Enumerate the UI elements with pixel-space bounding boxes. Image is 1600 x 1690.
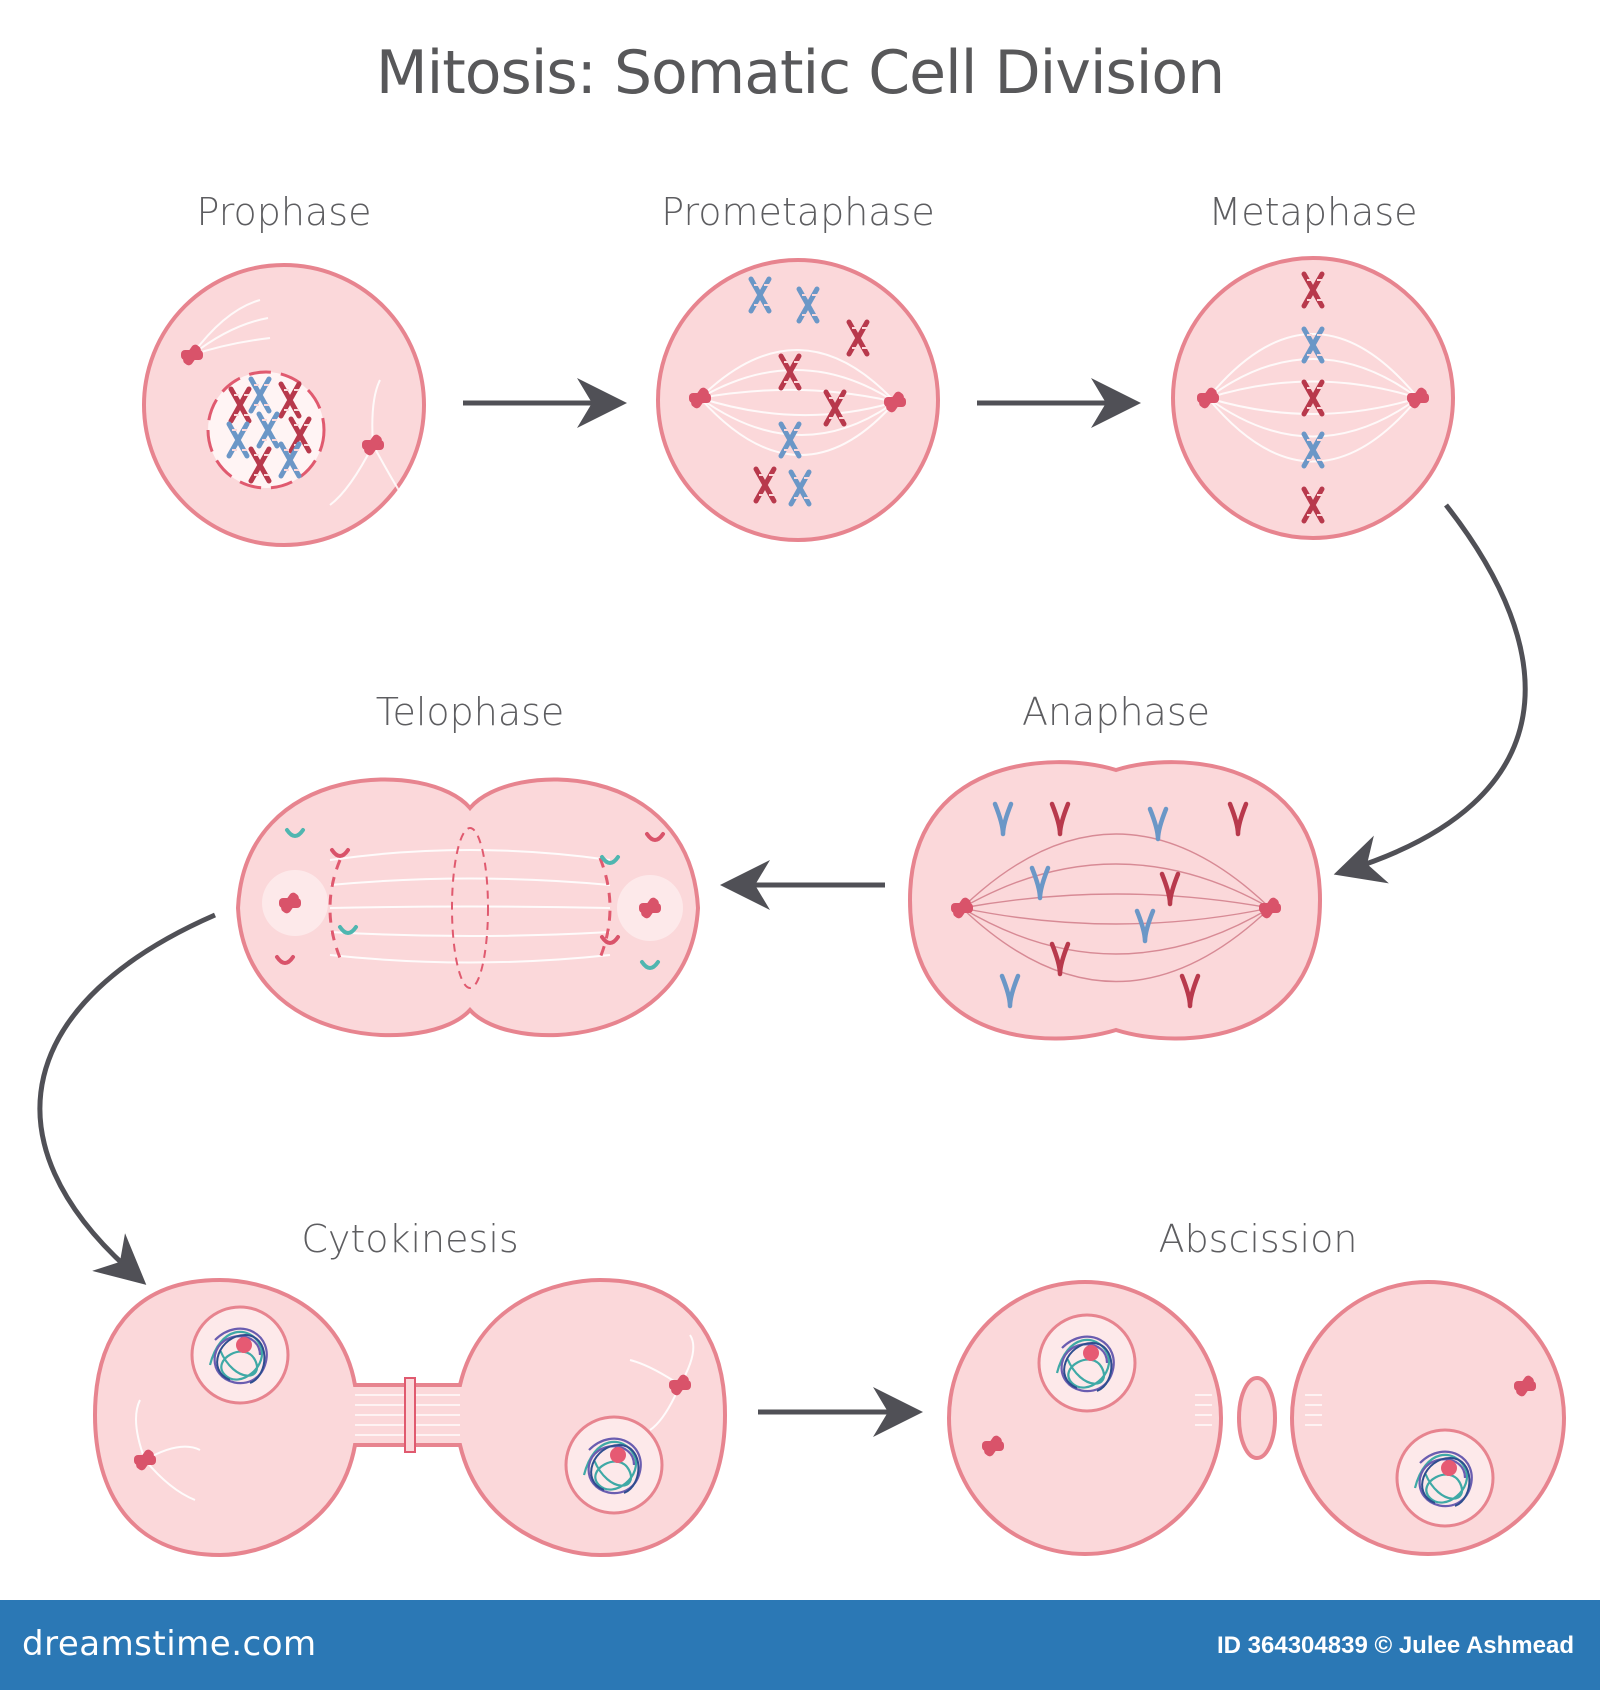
cell-telophase bbox=[235, 777, 701, 1038]
label-cytokinesis: Cytokinesis bbox=[301, 1217, 519, 1261]
footer-logo[interactable]: dreamstime.com bbox=[22, 1624, 317, 1664]
cell-cytokinesis bbox=[92, 1277, 728, 1558]
footer-bar: dreamstime.com ID 364304839 © Julee Ashm… bbox=[0, 1600, 1600, 1690]
arrow-telophase-to-cytokinesis bbox=[37, 912, 217, 1285]
label-abscission: Abscission bbox=[1158, 1217, 1358, 1261]
footer-credit: ID 364304839 © Julee Ashmead bbox=[1217, 1632, 1574, 1659]
cell-metaphase bbox=[1171, 256, 1455, 540]
label-prometaphase: Prometaphase bbox=[661, 190, 935, 234]
label-metaphase: Metaphase bbox=[1208, 190, 1418, 234]
cell-prophase bbox=[142, 263, 426, 547]
arrow-metaphase-to-anaphase bbox=[1333, 503, 1528, 884]
phase-arrows bbox=[37, 378, 1528, 1437]
diagram-title: Mitosis: Somatic Cell Division bbox=[375, 38, 1225, 108]
cell-abscission bbox=[947, 1280, 1566, 1556]
diagram-illustration bbox=[37, 256, 1566, 1558]
label-prophase: Prophase bbox=[196, 190, 372, 234]
label-telophase: Telophase bbox=[375, 690, 565, 734]
label-anaphase: Anaphase bbox=[1021, 690, 1211, 734]
cell-prometaphase bbox=[656, 258, 940, 542]
cell-anaphase bbox=[907, 760, 1323, 1041]
